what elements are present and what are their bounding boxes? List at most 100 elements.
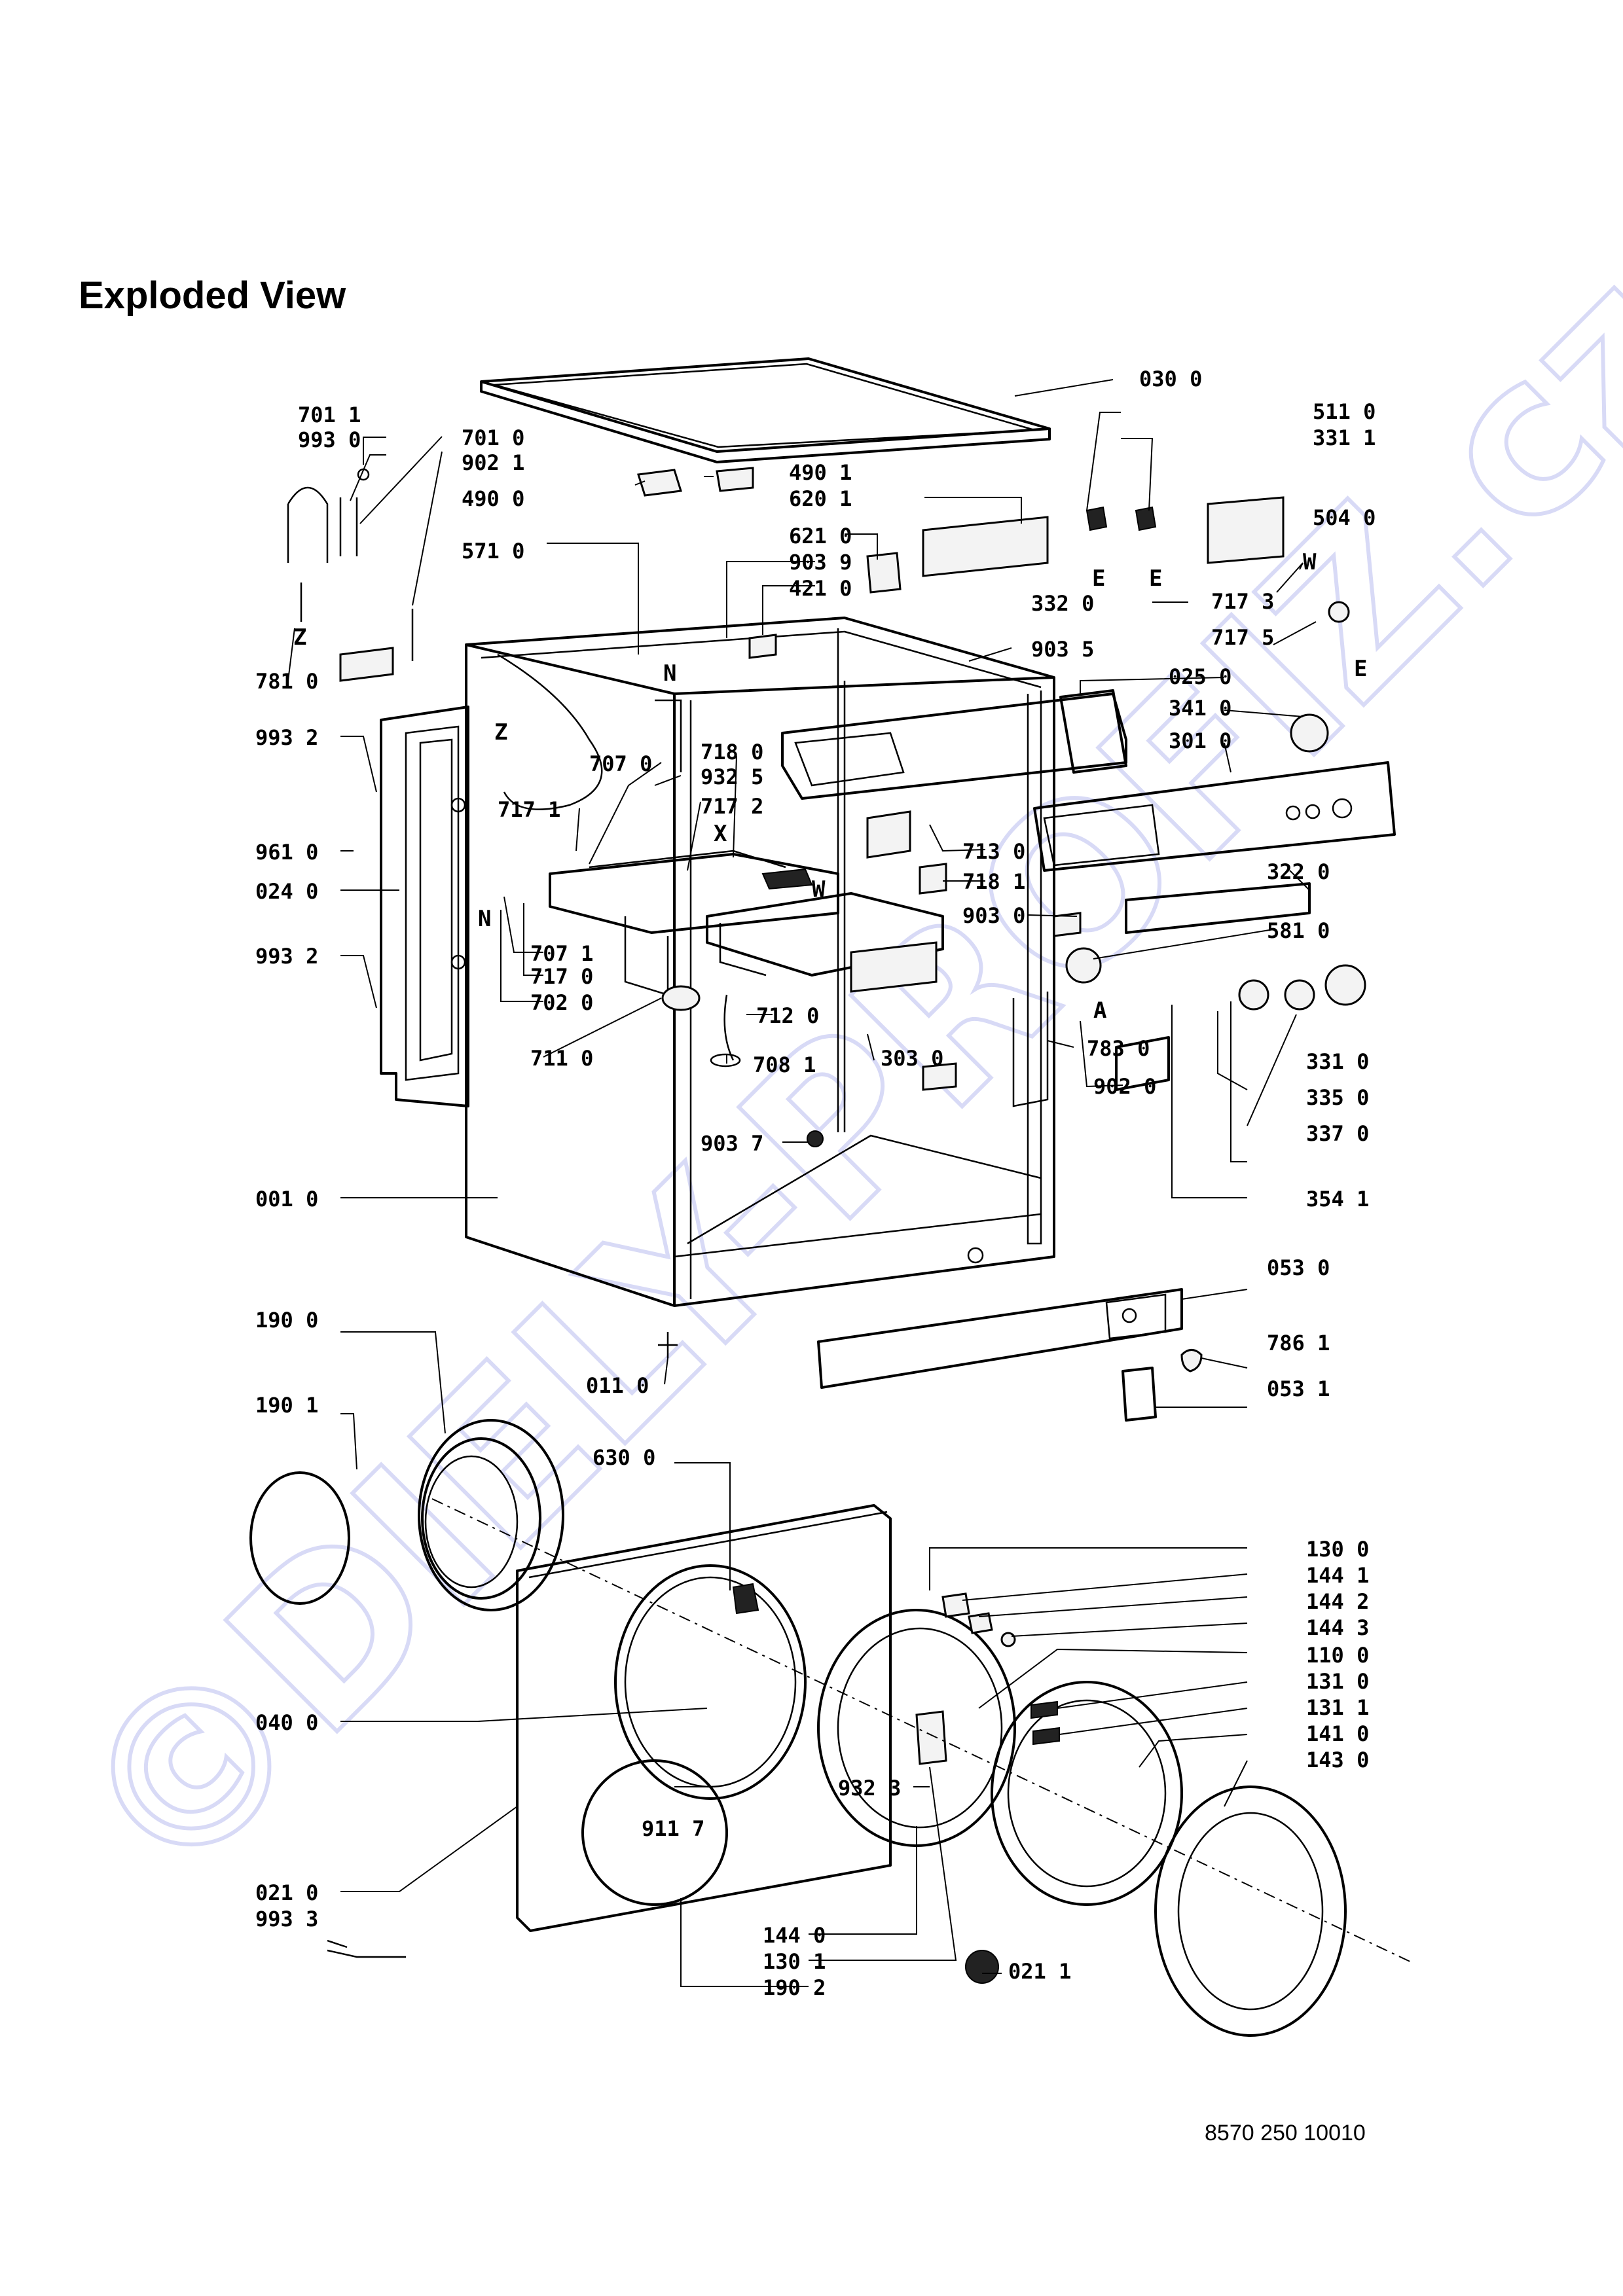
region-letter-w: W xyxy=(1303,549,1317,575)
callout-712-0: 712 0 xyxy=(756,1003,819,1028)
callout-932-3: 932 3 xyxy=(838,1776,901,1801)
callout-335-0: 335 0 xyxy=(1306,1085,1369,1110)
document-number: 8570 250 10010 xyxy=(1205,2121,1366,2145)
callout-354-1: 354 1 xyxy=(1306,1187,1369,1211)
callout-030-0: 030 0 xyxy=(1139,367,1202,391)
callout-717-3: 717 3 xyxy=(1211,589,1274,614)
door-axis-line xyxy=(431,1498,1415,1964)
callout-322-0: 322 0 xyxy=(1267,859,1330,884)
callout-131-1: 131 1 xyxy=(1306,1695,1369,1720)
callout-021-0: 021 0 xyxy=(255,1880,318,1905)
callout-571-0: 571 0 xyxy=(462,539,524,564)
callout-053-1: 053 1 xyxy=(1267,1376,1330,1401)
drum-ring xyxy=(249,1419,564,1611)
callout-024-0: 024 0 xyxy=(255,879,318,904)
callout-961-0: 961 0 xyxy=(255,840,318,865)
cabinet xyxy=(465,617,1055,1307)
callout-581-0: 581 0 xyxy=(1267,918,1330,943)
callout-903-9: 903 9 xyxy=(789,550,852,575)
region-letter-n-2: N xyxy=(478,906,491,932)
back-panel xyxy=(380,706,469,1107)
callout-701-0: 701 0 xyxy=(462,425,524,450)
callout-303-0: 303 0 xyxy=(881,1046,943,1071)
callout-labels: 701 1 993 0 701 0 902 1 490 0 490 1 620 … xyxy=(255,367,1376,2000)
region-letter-e-3: E xyxy=(1354,656,1367,682)
callout-713-0: 713 0 xyxy=(962,839,1025,864)
callout-783-0: 783 0 xyxy=(1087,1036,1150,1061)
callout-144-1: 144 1 xyxy=(1306,1563,1369,1588)
callout-902-0: 902 0 xyxy=(1093,1074,1156,1099)
callout-718-1: 718 1 xyxy=(962,869,1025,894)
callout-911-7: 911 7 xyxy=(642,1816,704,1841)
callout-707-0: 707 0 xyxy=(589,751,652,776)
callout-630-0: 630 0 xyxy=(593,1445,655,1470)
callout-421-0: 421 0 xyxy=(789,576,852,601)
callout-717-2: 717 2 xyxy=(701,794,763,819)
callout-144-0: 144 0 xyxy=(763,1923,826,1948)
callout-717-5: 717 5 xyxy=(1211,625,1274,650)
callout-490-0: 490 0 xyxy=(462,486,524,511)
callout-993-0: 993 0 xyxy=(298,427,361,452)
callout-341-0: 341 0 xyxy=(1169,696,1231,721)
callout-781-0: 781 0 xyxy=(255,669,318,694)
callout-301-0: 301 0 xyxy=(1169,728,1231,753)
callout-620-1: 620 1 xyxy=(789,486,852,511)
callout-932-5: 932 5 xyxy=(701,764,763,789)
callout-331-1: 331 1 xyxy=(1313,425,1376,450)
callout-332-0: 332 0 xyxy=(1031,591,1094,616)
callout-511-0: 511 0 xyxy=(1313,399,1376,424)
callout-490-1: 490 1 xyxy=(789,460,852,485)
callout-504-0: 504 0 xyxy=(1313,505,1376,530)
callout-902-1: 902 1 xyxy=(462,450,524,475)
callout-131-0: 131 0 xyxy=(1306,1669,1369,1694)
page-title: Exploded View xyxy=(79,274,346,317)
callout-011-0: 011 0 xyxy=(586,1373,649,1398)
region-letter-n: N xyxy=(663,660,676,687)
callout-702-0: 702 0 xyxy=(530,990,593,1015)
callout-144-3: 144 3 xyxy=(1306,1615,1369,1640)
region-letter-e: E xyxy=(1092,565,1105,592)
callout-190-2: 190 2 xyxy=(763,1975,826,2000)
callout-130-0: 130 0 xyxy=(1306,1537,1369,1562)
control-panel xyxy=(781,689,1396,1091)
callout-903-0: 903 0 xyxy=(962,903,1025,928)
callout-717-0: 717 0 xyxy=(530,964,593,989)
callout-993-2-b: 993 2 xyxy=(255,944,318,969)
callout-903-7: 903 7 xyxy=(701,1131,763,1156)
callout-331-0: 331 0 xyxy=(1306,1049,1369,1074)
region-letter-w-2: W xyxy=(812,876,826,903)
region-letter-z-small: Z xyxy=(293,624,306,651)
callout-021-1: 021 1 xyxy=(1008,1959,1071,1984)
callout-130-1: 130 1 xyxy=(763,1949,826,1974)
leader-lines xyxy=(287,379,1317,1987)
callout-701-1: 701 1 xyxy=(298,403,361,427)
callout-337-0: 337 0 xyxy=(1306,1121,1369,1146)
door-assembly xyxy=(817,1609,1347,2037)
callout-025-0: 025 0 xyxy=(1169,664,1231,689)
callout-190-0: 190 0 xyxy=(255,1308,318,1333)
callout-711-0: 711 0 xyxy=(530,1046,593,1071)
callout-190-1: 190 1 xyxy=(255,1393,318,1418)
small-parts xyxy=(287,467,1366,1958)
callout-993-3: 993 3 xyxy=(255,1907,318,1931)
callout-708-1: 708 1 xyxy=(753,1052,816,1077)
callout-718-0: 718 0 xyxy=(701,740,763,764)
callout-144-2: 144 2 xyxy=(1306,1589,1369,1614)
callout-621-0: 621 0 xyxy=(789,524,852,548)
callout-707-1: 707 1 xyxy=(530,941,593,966)
region-letter-a: A xyxy=(1093,997,1106,1024)
region-letter-z: Z xyxy=(494,719,507,745)
region-letter-x: X xyxy=(714,821,727,847)
top-cover xyxy=(480,357,1051,463)
callout-786-1: 786 1 xyxy=(1267,1331,1330,1355)
kick-plate xyxy=(817,1288,1183,1422)
front-panel xyxy=(516,1504,892,1932)
callout-717-1: 717 1 xyxy=(498,797,560,822)
callout-040-0: 040 0 xyxy=(255,1710,318,1735)
callout-143-0: 143 0 xyxy=(1306,1748,1369,1772)
callout-141-0: 141 0 xyxy=(1306,1721,1369,1746)
callout-903-5: 903 5 xyxy=(1031,637,1094,662)
region-letter-e-2: E xyxy=(1149,565,1162,592)
